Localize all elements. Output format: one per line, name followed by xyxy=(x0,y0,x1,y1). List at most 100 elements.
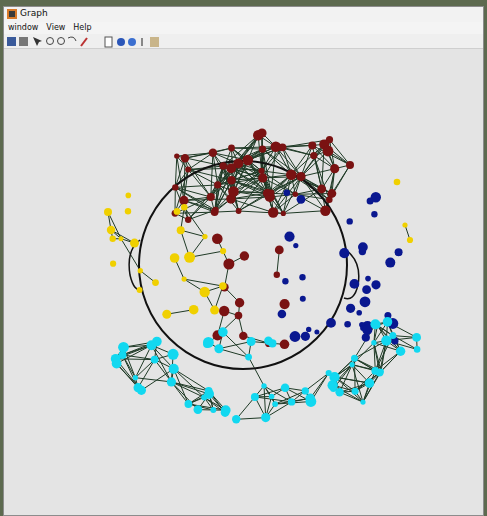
electrode-dot xyxy=(243,155,254,166)
electrode-dot xyxy=(286,170,297,181)
electrode-dot xyxy=(200,287,210,297)
electrode-dot xyxy=(299,274,305,280)
electrode-dot xyxy=(402,222,407,227)
electrode-dot xyxy=(326,196,333,203)
electrode-dot xyxy=(194,405,203,414)
electrode-dot xyxy=(306,327,311,332)
electrode-dot xyxy=(356,310,362,316)
electrode-dot xyxy=(151,356,159,364)
electrode-dot xyxy=(185,167,191,173)
electrode-dot xyxy=(214,181,221,188)
electrode-dot xyxy=(107,226,115,234)
electrode-dot xyxy=(226,163,236,173)
electrode-dot xyxy=(205,387,213,395)
electrode-dot xyxy=(330,164,339,173)
electrode-dot xyxy=(362,334,370,342)
electrode-dot xyxy=(290,331,301,342)
electrode-dot xyxy=(203,337,214,348)
electrode-dot xyxy=(347,218,353,224)
electrode-dot xyxy=(228,186,239,197)
electrode-dot xyxy=(261,413,270,422)
electrode-dot xyxy=(282,278,288,284)
electrode-dot xyxy=(174,208,181,215)
electrode-dot xyxy=(251,393,259,401)
electrode-dot xyxy=(125,208,131,214)
electrode-dot xyxy=(281,211,286,216)
electrode-dot xyxy=(371,367,379,375)
electrode-dot xyxy=(184,252,195,263)
electrode-dot xyxy=(168,349,179,360)
electrode-dot xyxy=(137,287,143,293)
head-outline xyxy=(139,161,347,369)
electrode-dot xyxy=(167,377,176,386)
title-bar: Graph xyxy=(4,7,483,23)
electrode-dot xyxy=(218,327,228,337)
menu-bar: windowViewHelp xyxy=(4,22,483,34)
electrode-dot xyxy=(209,149,217,157)
electrode-dot xyxy=(365,378,375,388)
electrode-dot xyxy=(301,332,310,341)
electrode-dot xyxy=(210,407,216,413)
electrode-dot xyxy=(223,259,234,270)
electrode-dot xyxy=(305,394,315,404)
electrode-dot xyxy=(179,196,188,205)
electrode-dot xyxy=(308,141,316,149)
electrode-dot xyxy=(396,347,405,356)
electrode-dot xyxy=(395,248,403,256)
electrode-dot xyxy=(314,330,319,335)
electrode-dot xyxy=(169,364,179,374)
electrode-dot xyxy=(239,332,247,340)
menu-item: View xyxy=(46,23,65,32)
electrode-dot xyxy=(212,234,223,245)
electrode-dot xyxy=(210,306,219,315)
electrode-dot xyxy=(221,405,231,415)
electrode-dot xyxy=(296,172,305,181)
left-ear xyxy=(129,240,142,290)
electrode-dot xyxy=(323,146,334,157)
window-title: Graph xyxy=(20,8,48,18)
electrode-dot xyxy=(281,384,290,393)
electrode-dot xyxy=(371,280,380,289)
electrode-dot xyxy=(235,312,243,320)
electrode-dot xyxy=(126,193,132,199)
electrode-dot xyxy=(264,337,272,345)
electrode-dot xyxy=(383,317,393,327)
electrode-dot xyxy=(351,355,358,362)
electrode-dot xyxy=(202,234,207,239)
electrode-dot xyxy=(371,211,377,217)
electrode-dot xyxy=(268,189,275,196)
electrode-dot xyxy=(352,388,359,395)
electrode-dot xyxy=(268,207,278,217)
electrode-dot xyxy=(185,400,193,408)
electrode-dot xyxy=(302,387,309,394)
electrode-dot xyxy=(335,388,343,396)
electrode-dot xyxy=(110,261,116,267)
toolbar-icons xyxy=(4,35,204,49)
electrode-dot xyxy=(227,176,236,185)
electrode-dot xyxy=(147,340,157,350)
electrode-dot xyxy=(258,173,267,182)
electrode-dot xyxy=(293,192,298,197)
electrode-dot xyxy=(152,279,159,286)
electrode-dot xyxy=(346,304,355,313)
electrode-dot xyxy=(189,305,199,315)
electrode-dot xyxy=(261,383,266,388)
electrode-dot xyxy=(331,373,340,382)
electrode-dot xyxy=(381,336,391,346)
electrode-dot xyxy=(245,354,252,361)
electrode-dot xyxy=(110,236,116,242)
electrode-dot xyxy=(358,242,368,252)
electrode-dot xyxy=(214,344,223,353)
electrode-dot xyxy=(269,394,275,400)
electrode-dot xyxy=(257,128,266,137)
electrode-dot xyxy=(326,318,336,328)
electrode-dot xyxy=(407,237,413,243)
electrode-dot xyxy=(181,204,188,211)
electrode-dot xyxy=(274,272,280,278)
electrode-dot xyxy=(275,246,284,255)
electrode-dot xyxy=(371,340,376,345)
electrode-dot xyxy=(367,198,374,205)
electrode-dot xyxy=(219,282,227,290)
electrode-dot xyxy=(247,337,256,346)
